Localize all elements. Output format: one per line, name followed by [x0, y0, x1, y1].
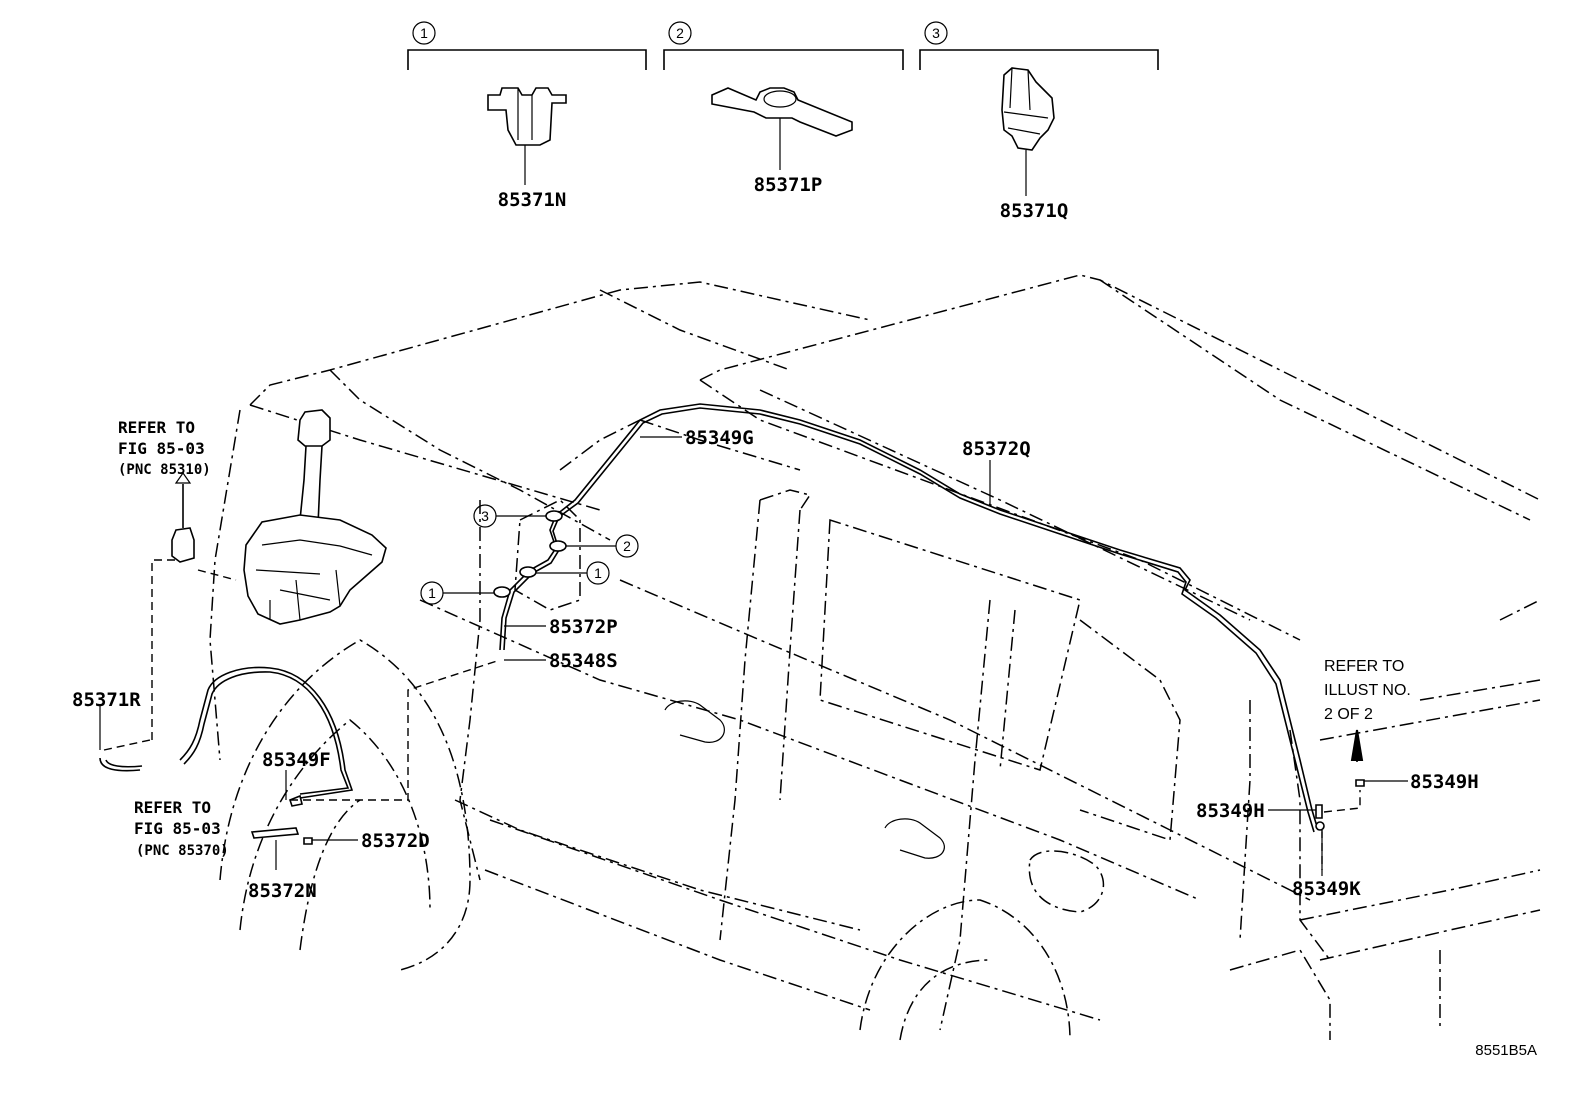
callout-group-3: 3 85371Q: [919, 21, 1159, 222]
part-label-85372N: 85372N: [248, 880, 317, 902]
part-label-85349H-right: 85349H: [1410, 771, 1479, 793]
callout-number: 1: [594, 565, 602, 581]
svg-text:(PNC 85370): (PNC 85370): [136, 843, 229, 859]
callout-number: 2: [623, 538, 631, 554]
callout-number: 3: [481, 508, 489, 524]
part-label-85348S: 85348S: [549, 650, 618, 672]
svg-text:FIG 85-03: FIG 85-03: [118, 439, 205, 458]
refer-note-illust-2: REFER TO ILLUST NO. 2 OF 2: [1324, 658, 1411, 723]
clip-85371P-icon: [711, 87, 853, 137]
part-label-85349H-left: 85349H: [1196, 800, 1265, 822]
svg-text:FIG 85-03: FIG 85-03: [134, 819, 221, 838]
washer-tank-icon: [243, 409, 387, 625]
part-label-85349F: 85349F: [262, 749, 331, 771]
refer-note-pnc-85370: REFER TO FIG 85-03 (PNC 85370): [134, 798, 229, 859]
callout-number: 3: [932, 25, 940, 41]
washer-hoses: [99, 403, 1365, 870]
part-label: 85371Q: [1000, 200, 1069, 222]
hose-callouts: 3 2 1 1: [420, 504, 639, 605]
callout-group-1: 1 85371N: [407, 21, 647, 211]
part-label-85371R: 85371R: [72, 689, 141, 711]
washer-pump-icon: [171, 471, 195, 563]
svg-text:REFER TO: REFER TO: [118, 418, 195, 437]
callout-number: 2: [676, 25, 684, 41]
callout-group-2: 2 85371P: [663, 21, 904, 196]
part-label: 85371N: [498, 189, 567, 211]
refer-note-pnc-85310: REFER TO FIG 85-03 (PNC 85310): [118, 418, 211, 478]
clip-85371N-icon: [487, 87, 567, 146]
svg-text:ILLUST NO.: ILLUST NO.: [1324, 682, 1411, 699]
part-label-85372D: 85372D: [361, 830, 430, 852]
leader-lines: [99, 436, 1408, 876]
svg-text:REFER TO: REFER TO: [1324, 658, 1404, 675]
part-label-85349G: 85349G: [685, 427, 754, 449]
part-label-85349K: 85349K: [1292, 878, 1361, 900]
part-label-85372Q: 85372Q: [962, 438, 1031, 460]
svg-text:2 OF 2: 2 OF 2: [1324, 706, 1373, 723]
svg-text:(PNC 85310): (PNC 85310): [118, 462, 211, 478]
svg-text:REFER TO: REFER TO: [134, 798, 211, 817]
callout-number: 1: [420, 25, 428, 41]
part-label: 85371P: [754, 174, 823, 196]
part-label-85372P: 85372P: [549, 616, 618, 638]
callout-number: 1: [428, 585, 436, 601]
illustration-code: 8551B5A: [1475, 1042, 1537, 1059]
